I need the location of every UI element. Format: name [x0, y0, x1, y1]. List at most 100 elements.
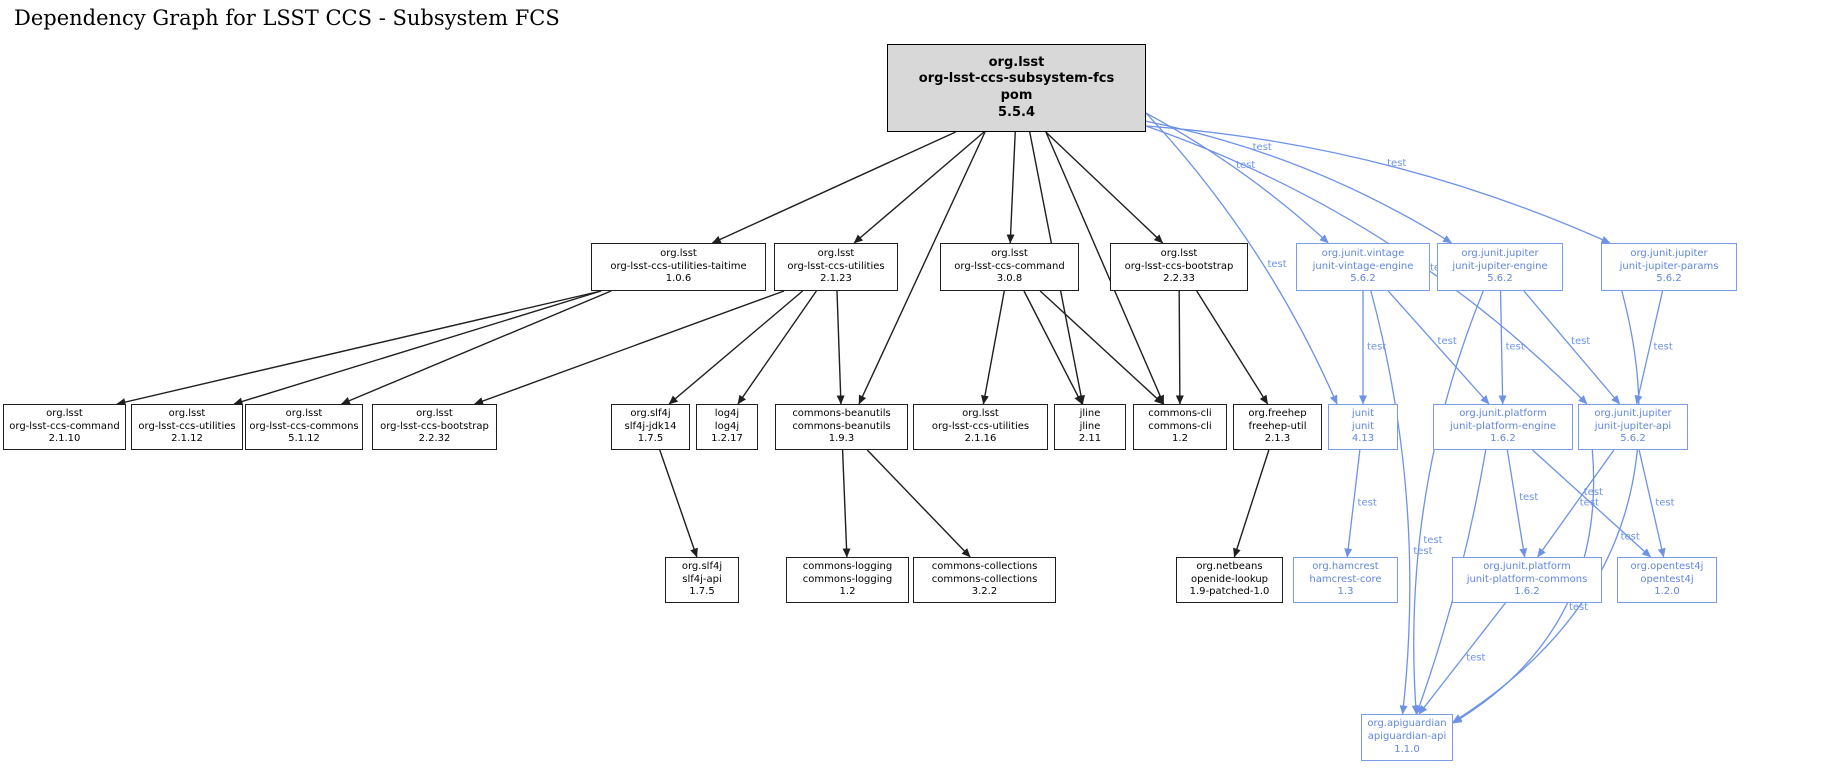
- node-group: jline: [1079, 407, 1101, 419]
- node-artifact: junit-jupiter-params: [1619, 260, 1719, 272]
- edge-platengine-opentest4j: [1532, 449, 1652, 558]
- node-version: 2.1.3: [1264, 433, 1291, 445]
- node-version: 5.1.12: [288, 433, 320, 445]
- edge-scope-label: test: [1655, 498, 1674, 509]
- node-version: 5.6.2: [1656, 273, 1682, 285]
- edge-jupparams-jupapi: [1634, 290, 1664, 405]
- node-version: 1.2: [839, 586, 856, 598]
- edge-scope-label: test: [1654, 342, 1673, 353]
- node-artifact: junit: [1351, 420, 1375, 432]
- node-version: 1.0.6: [665, 273, 692, 285]
- edge-vintage-apiguardian: [1370, 290, 1411, 715]
- edge-scope-label: test: [1387, 158, 1406, 169]
- node-artifact: junit-jupiter-engine: [1452, 260, 1548, 272]
- node-group: commons-logging: [802, 560, 893, 572]
- node-group: org.freehep: [1248, 407, 1307, 419]
- edge-scope-label: test: [1506, 342, 1525, 353]
- node-version: 2.11: [1078, 433, 1102, 445]
- node-group: org.lsst: [1160, 247, 1198, 259]
- edge-scope-label: test: [1413, 546, 1432, 557]
- edge-util2123-beanutils: [836, 290, 845, 405]
- node-group: commons-cli: [1148, 407, 1212, 419]
- edge-scope-label: test: [1584, 487, 1603, 498]
- node-group: org.slf4j: [681, 560, 723, 572]
- node-artifact: commons-beanutils: [792, 420, 891, 432]
- node-artifact: org-lsst-ccs-utilities: [787, 260, 885, 272]
- edge-taitime-util2112: [233, 290, 602, 406]
- node-artifact: commons-cli: [1148, 420, 1212, 432]
- edge-root-commonscli: [1045, 131, 1165, 405]
- edge-scope-label: test: [1423, 535, 1442, 546]
- edge-vintage-platengine: [1387, 290, 1490, 405]
- node-group: org.lsst: [817, 247, 855, 259]
- edge-beanutils-ccollections: [866, 449, 971, 558]
- node-version: 1.3: [1337, 586, 1354, 598]
- node-version: 5.5.4: [997, 104, 1035, 120]
- node-version: 1.2.0: [1654, 586, 1680, 598]
- edge-scope-label: test: [1580, 498, 1599, 509]
- edge-jupapi-platcommons: [1537, 449, 1615, 558]
- edge-boot2233-freehep: [1196, 290, 1269, 405]
- node-artifact: hamcrest-core: [1309, 573, 1382, 585]
- edge-root-jupparams: [1145, 125, 1611, 244]
- edge-root-util2123: [853, 131, 985, 244]
- edge-scope-label: test: [1621, 532, 1640, 543]
- edge-root-jupapi: [1145, 125, 1588, 405]
- node-artifact: jline: [1079, 420, 1101, 432]
- edge-util2123-boot2232: [474, 290, 785, 405]
- node-version: 1.9.3: [828, 433, 855, 445]
- node-artifact: slf4j-jdk14: [624, 420, 677, 432]
- edge-slf4jjdk14-slf4japi: [659, 449, 698, 558]
- node-version: 5.6.2: [1487, 273, 1513, 285]
- edge-root-junit413: [1145, 112, 1338, 405]
- node-artifact: opentest4j: [1640, 573, 1694, 585]
- node-artifact: org-lsst-ccs-utilities: [138, 420, 236, 432]
- node-group: org.netbeans: [1196, 560, 1263, 572]
- node-group: log4j: [714, 407, 740, 419]
- node-version: 3.2.2: [971, 586, 998, 598]
- node-group: org.junit.platform: [1483, 560, 1571, 572]
- node-group: org.opentest4j: [1630, 560, 1704, 572]
- edge-jupengine-platengine: [1498, 290, 1507, 405]
- node-version: 4.13: [1351, 433, 1375, 445]
- node-group: org.apiguardian: [1367, 718, 1447, 730]
- edge-root-jupengine: [1145, 120, 1453, 244]
- edge-scope-label: test: [1438, 336, 1457, 347]
- node-version: 1.7.5: [637, 433, 664, 445]
- node-artifact: slf4j-api: [682, 573, 722, 585]
- edge-scope-label: test: [1466, 653, 1485, 664]
- node-version: 1.6.2: [1490, 433, 1516, 445]
- edge-platcommons-apiguardian: [1418, 602, 1506, 715]
- node-version: 1.6.2: [1514, 586, 1540, 598]
- edge-cmd308-jline: [1023, 290, 1083, 405]
- node-artifact: junit-vintage-engine: [1312, 260, 1414, 272]
- node-artifact: org-lsst-ccs-command: [9, 420, 120, 432]
- node-artifact: org-lsst-ccs-utilities: [931, 420, 1030, 432]
- node-group: org.junit.jupiter: [1630, 247, 1708, 259]
- node-group: org.lsst: [46, 407, 83, 419]
- edge-cmd308-commonscli: [1039, 290, 1164, 405]
- node-version: 1.1.0: [1394, 743, 1420, 755]
- node-group: org.lsst: [168, 407, 206, 419]
- edge-cmd308-util2116: [981, 290, 1005, 405]
- node-group: junit: [1351, 407, 1375, 419]
- node-group: org.lsst: [962, 407, 999, 419]
- edge-util2123-slf4jjdk14: [668, 290, 804, 405]
